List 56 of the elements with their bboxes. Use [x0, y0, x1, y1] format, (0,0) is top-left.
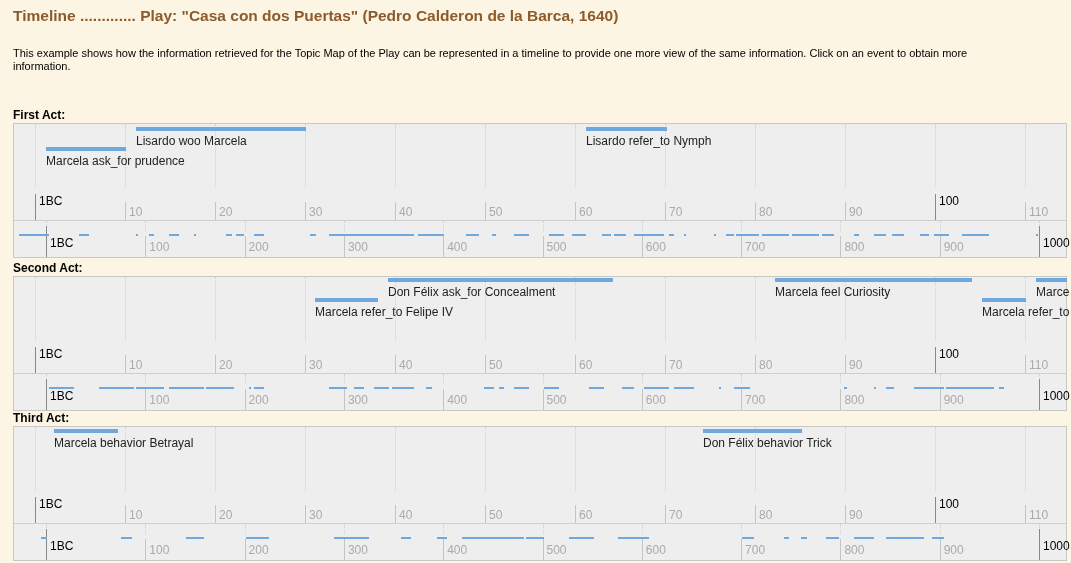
tick-label: 80 — [755, 505, 773, 523]
tick-label: 10 — [125, 202, 143, 220]
tick-label: 100 — [935, 194, 960, 220]
event-label: Marcela ask_for prudence — [46, 154, 185, 169]
tick-label: 70 — [665, 202, 683, 220]
tick-label: 80 — [755, 355, 773, 373]
tick-label: 80 — [755, 202, 773, 220]
tick-label: 20 — [215, 355, 233, 373]
event-label: Don Félix ask_for Concealment — [388, 285, 556, 300]
tick-label: 1000 — [1039, 379, 1070, 410]
event-label: Marce — [1036, 285, 1070, 300]
event-label: Lisardo woo Marcela — [136, 134, 247, 149]
tick-label: 10 — [125, 505, 143, 523]
event-label: Marcela refer_to — [982, 305, 1070, 320]
tick-label: 50 — [485, 202, 503, 220]
tick-label: 100 — [935, 347, 960, 373]
section-heading: Third Act: — [13, 411, 70, 425]
tick-label: 400 — [443, 389, 468, 410]
tick-label: 30 — [305, 505, 323, 523]
event-label: Lisardo refer_to Nymph — [586, 134, 712, 149]
tick-label: 70 — [665, 505, 683, 523]
tick-label: 90 — [845, 355, 863, 373]
tick-label: 50 — [485, 355, 503, 373]
intro-paragraph: This example shows how the information retrieved for the Topic Map of the Play can be represented in a timeline to provide one more view of the same information. Click on an event to obtain more information. — [13, 47, 969, 73]
tick-label: 20 — [215, 505, 233, 523]
tick-label: 50 — [485, 505, 503, 523]
tick-label: 60 — [575, 355, 593, 373]
tick-label: 30 — [305, 355, 323, 373]
event-label: Marcela refer_to Felipe IV — [315, 305, 454, 320]
tick-label: 1000 — [1039, 226, 1070, 257]
tick-label: 1000 — [1039, 529, 1070, 560]
tick-label: 40 — [395, 202, 413, 220]
tick-label: 40 — [395, 505, 413, 523]
tick-label: 60 — [575, 505, 593, 523]
event-label: Marcela feel Curiosity — [775, 285, 891, 300]
tick-label: 1BC — [35, 497, 63, 523]
event-label: Marcela behavior Betrayal — [54, 436, 194, 451]
event-label: Don Félix behavior Trick — [703, 436, 832, 451]
tick-label: 110 — [1025, 355, 1049, 373]
tick-label: 110 — [1025, 202, 1049, 220]
tick-label: 1BC — [35, 347, 63, 373]
tick-label: 90 — [845, 202, 863, 220]
tick-label: 60 — [575, 202, 593, 220]
tick-label: 1BC — [35, 194, 63, 220]
tick-label: 30 — [305, 202, 323, 220]
page-title: Timeline ............. Play: "Casa con dos Puertas" (Pedro Calderon de la Barca, 1640) — [13, 7, 619, 25]
tick-label: 110 — [1025, 505, 1049, 523]
tick-label: 40 — [395, 355, 413, 373]
tick-label: 20 — [215, 202, 233, 220]
tick-label: 100 — [935, 497, 960, 523]
tick-label: 100 — [145, 539, 170, 560]
tick-label: 90 — [845, 505, 863, 523]
section-heading: First Act: — [13, 108, 66, 122]
tick-label: 10 — [125, 355, 143, 373]
section-heading: Second Act: — [13, 261, 83, 275]
tick-label: 70 — [665, 355, 683, 373]
